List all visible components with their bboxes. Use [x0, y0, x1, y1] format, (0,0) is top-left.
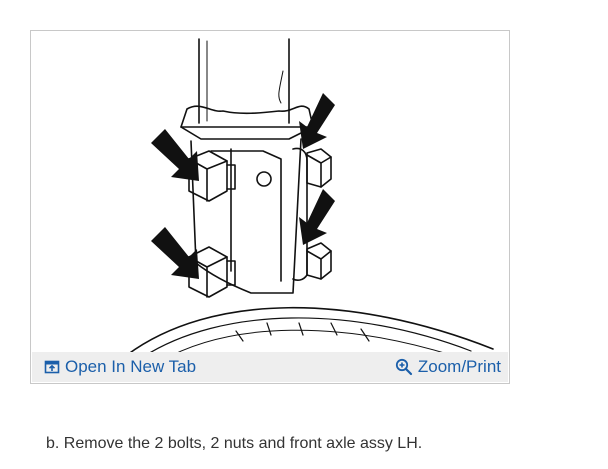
axle-illustration	[126, 38, 494, 362]
open-in-new-tab-label: Open In New Tab	[65, 357, 197, 376]
zoom-in-icon	[395, 358, 412, 376]
figure-container: Open In New Tab Zoom/Print	[30, 30, 510, 384]
open-new-tab-icon	[44, 360, 60, 374]
zoom-print-link[interactable]: Zoom/Print	[395, 357, 501, 377]
figure-toolbar: Open In New Tab Zoom/Print	[32, 352, 508, 382]
zoom-print-label: Zoom/Print	[417, 357, 501, 376]
instruction-text: b. Remove the 2 bolts, 2 nuts and front …	[46, 435, 423, 452]
open-in-new-tab-link[interactable]: Open In New Tab	[44, 357, 196, 377]
